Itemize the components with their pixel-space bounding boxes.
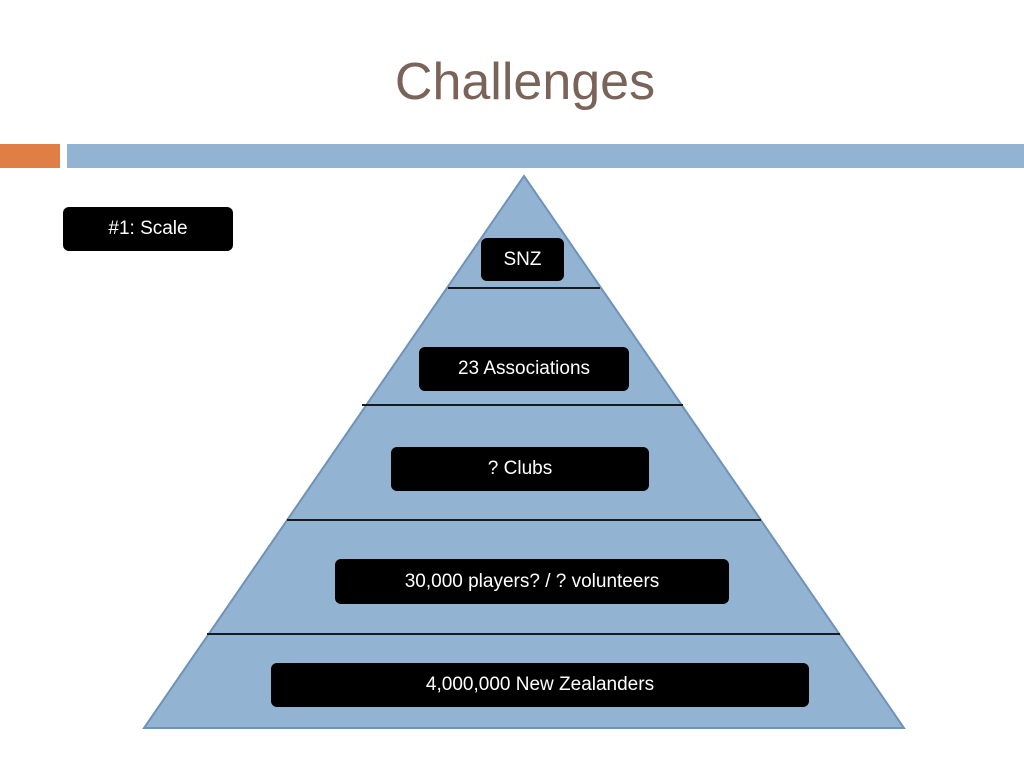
- accent-bar-blue: [67, 144, 1024, 168]
- accent-bar-orange: [0, 144, 60, 168]
- scale-tag: #1: Scale: [63, 207, 233, 251]
- level-players-volunteers: 30,000 players? / ? volunteers: [335, 559, 729, 604]
- level-snz: SNZ: [481, 238, 564, 281]
- slide-title: Challenges: [394, 53, 656, 111]
- level-clubs: ? Clubs: [391, 447, 649, 491]
- level-associations: 23 Associations: [419, 347, 629, 391]
- level-new-zealanders: 4,000,000 New Zealanders: [271, 663, 809, 707]
